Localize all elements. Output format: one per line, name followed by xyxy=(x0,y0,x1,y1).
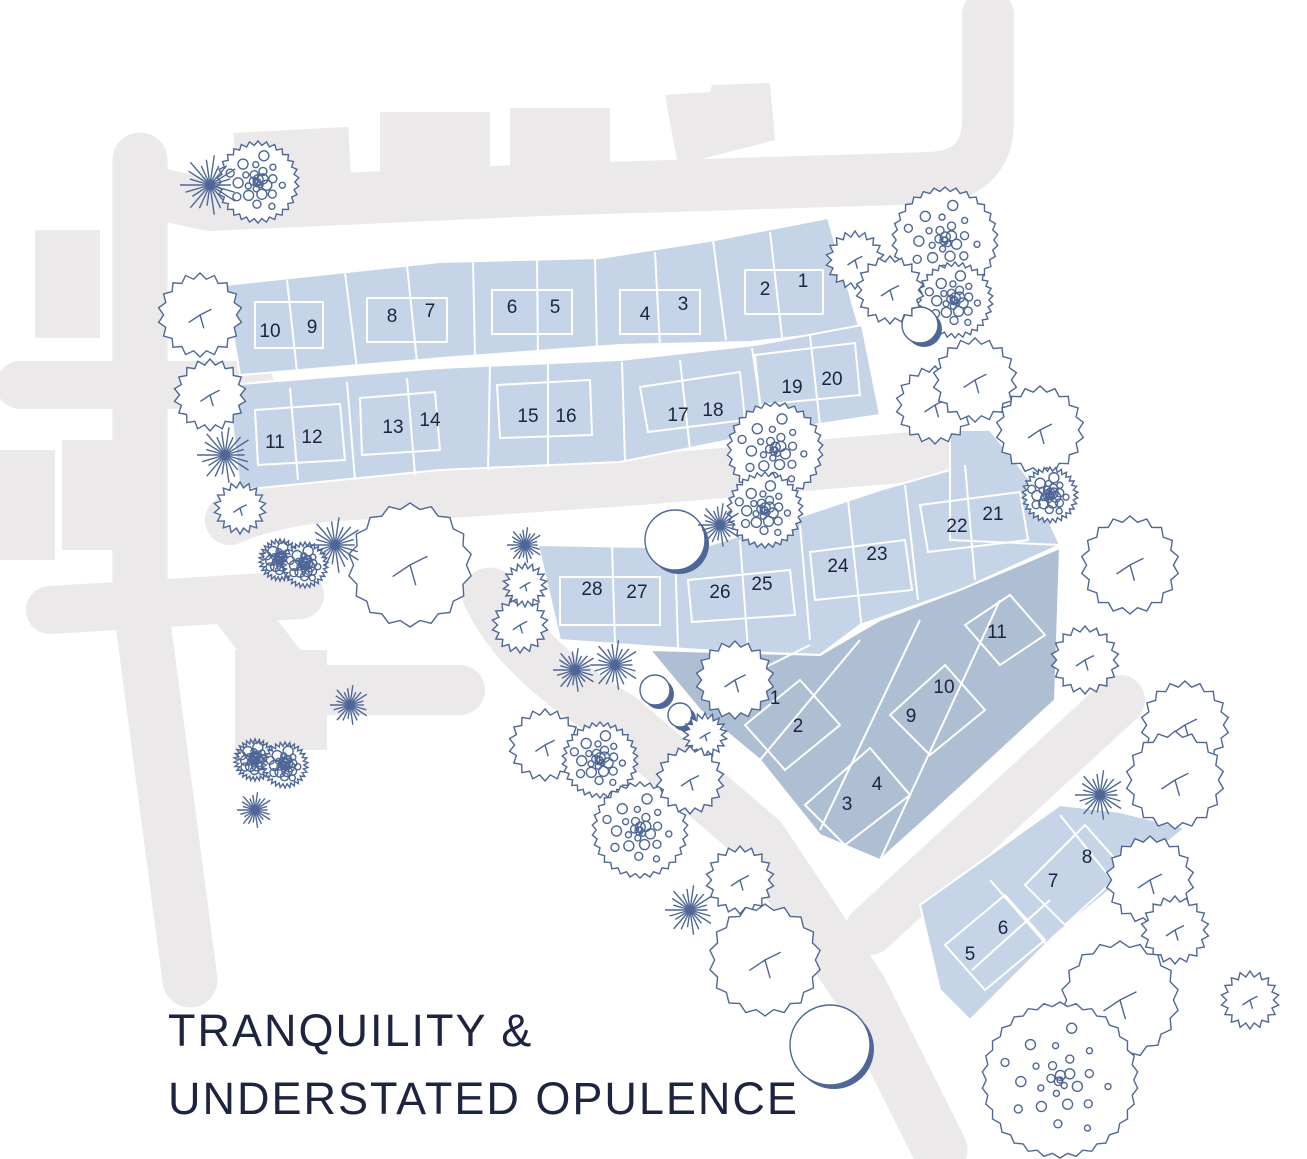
lot-number-label: 6 xyxy=(507,297,518,318)
shrub-icon xyxy=(726,470,804,550)
palm-tree-icon xyxy=(665,885,712,935)
lot-lines xyxy=(286,231,1121,1006)
tree-icon xyxy=(855,254,925,326)
shrub-icon xyxy=(561,720,639,800)
tagline-line-2: UNDERSTATED OPULENCE xyxy=(168,1073,799,1124)
tree-icon xyxy=(501,561,549,609)
lot-number-label: 2 xyxy=(793,716,804,737)
lot-number-label: 24 xyxy=(827,556,849,577)
lot-number-label: 11 xyxy=(987,622,1007,643)
lot-number-label: 6 xyxy=(998,918,1009,939)
tree-icon xyxy=(705,844,775,916)
lot-number-label: 18 xyxy=(702,400,723,421)
shrub-icon xyxy=(1020,465,1080,525)
lot-number-label: 15 xyxy=(517,406,538,427)
lot-number-label: 14 xyxy=(419,410,441,431)
lot-number-label: 21 xyxy=(982,504,1003,525)
tree-icon xyxy=(932,337,1018,423)
lot-number-label: 16 xyxy=(555,406,576,427)
tree-icon xyxy=(695,639,775,721)
tagline-line-1: TRANQUILITY & xyxy=(168,1005,534,1056)
lot-number-label: 10 xyxy=(933,677,954,698)
tree-icon xyxy=(995,385,1085,475)
lot-number-label: 20 xyxy=(821,369,842,390)
tree-icon xyxy=(157,272,243,358)
palm-tree-icon xyxy=(197,427,249,483)
lot-number-label: 7 xyxy=(425,301,436,322)
shrub-icon xyxy=(726,401,824,499)
palm-tree-icon xyxy=(590,640,637,690)
lot-number-label: 17 xyxy=(667,405,688,426)
lot-number-label: 25 xyxy=(751,574,772,595)
shrub-icon xyxy=(260,740,310,790)
lot-number-label: 9 xyxy=(307,317,318,338)
lot-number-label: 8 xyxy=(387,306,398,327)
lot-number-label: 1 xyxy=(798,271,809,292)
tree-icon xyxy=(789,1004,874,1089)
tree-icon xyxy=(1140,894,1210,966)
lot-number-label: 13 xyxy=(382,417,403,438)
palm-tree-icon xyxy=(507,527,541,563)
lot-number-label: 11 xyxy=(265,432,285,453)
house-outlines xyxy=(253,269,1127,992)
lot-number-label: 7 xyxy=(1048,871,1059,892)
lot-number-label: 4 xyxy=(872,774,883,795)
tree-icon xyxy=(1050,624,1120,696)
tree-icon xyxy=(901,306,942,347)
palm-tree-icon xyxy=(180,155,236,215)
lot-number-label: 19 xyxy=(781,377,802,398)
lot-number-label: 22 xyxy=(946,516,967,537)
tree-icon xyxy=(348,502,472,628)
tree-icon xyxy=(1080,515,1180,615)
lot-number-label: 3 xyxy=(678,294,689,315)
tree-icon xyxy=(173,357,247,433)
lot-number-label: 1 xyxy=(770,688,781,709)
lot-number-label: 3 xyxy=(842,794,853,815)
lot-number-label: 5 xyxy=(550,297,561,318)
shrub-icon xyxy=(280,540,330,590)
palm-tree-icon xyxy=(330,685,368,725)
palm-tree-icon xyxy=(1075,770,1122,820)
tree-icon xyxy=(709,903,821,1017)
lot-number-label: 4 xyxy=(640,304,651,325)
tree-icon xyxy=(491,595,549,655)
trees xyxy=(157,139,1280,1159)
palm-tree-icon xyxy=(698,503,739,547)
lot-number-label: 27 xyxy=(626,582,647,603)
tree-icon xyxy=(1220,969,1280,1031)
lot-number-label: 12 xyxy=(301,427,322,448)
palm-tree-icon xyxy=(553,648,594,692)
lot-number-label: 23 xyxy=(866,544,887,565)
tree-icon xyxy=(681,711,729,759)
lot-number-label: 26 xyxy=(709,582,730,603)
palm-tree-icon xyxy=(237,792,271,828)
shrub-icon xyxy=(981,1001,1139,1159)
lot-number-label: 8 xyxy=(1082,847,1093,868)
lot-number-label: 5 xyxy=(965,944,976,965)
lot-number-label: 9 xyxy=(906,706,917,727)
palm-tree-icon xyxy=(307,517,359,573)
tree-icon xyxy=(639,674,674,709)
lot-number-label: 2 xyxy=(760,279,771,300)
lot-number-label: 10 xyxy=(259,321,280,342)
tree-icon xyxy=(1125,730,1225,830)
tree-icon xyxy=(655,744,725,816)
tree-icon xyxy=(213,480,267,536)
tree-icon xyxy=(644,509,709,574)
shrub-icon xyxy=(216,139,300,225)
shrub-icon xyxy=(591,781,689,879)
lot-number-label: 28 xyxy=(581,579,602,600)
